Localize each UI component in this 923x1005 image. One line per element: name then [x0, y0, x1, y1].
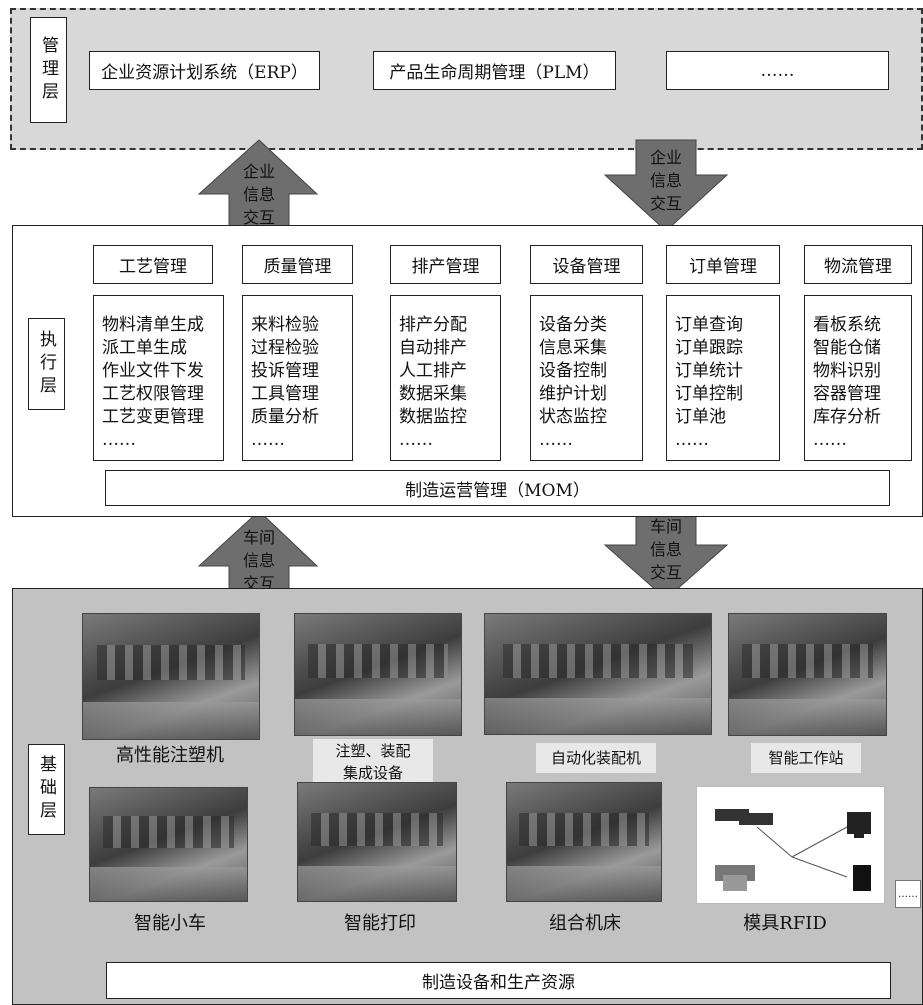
list-item: ……: [251, 430, 285, 450]
module-list-logistics: 看板系统 智能仓储 物料识别 容器管理 库存分析 ……: [804, 295, 912, 461]
list-item: ……: [675, 430, 709, 450]
enterprise-up-text: 企业信息交互: [242, 162, 275, 227]
list-item: 状态监控: [539, 407, 607, 427]
list-item: ……: [102, 430, 136, 450]
list-item: 派工单生成: [102, 338, 187, 358]
smart-workstation-photo: [728, 613, 887, 736]
list-item: ……: [813, 430, 847, 450]
list-item: 数据监控: [399, 407, 467, 427]
management-layer-label: 管理层: [30, 17, 67, 123]
list-item: 排产分配: [399, 315, 467, 335]
rfid-diagram: [696, 786, 885, 904]
list-item: 工艺权限管理: [102, 384, 204, 404]
integrated-equipment-photo: [294, 613, 462, 736]
plm-box: 产品生命周期管理（PLM）: [373, 51, 616, 90]
rfid-network-illustration: [715, 809, 871, 891]
list-item: 投诉管理: [251, 361, 319, 381]
caption-injection-machine: 高性能注塑机: [116, 745, 224, 766]
module-title-logistics: 物流管理: [804, 245, 912, 284]
injection-machine-photo: [82, 613, 260, 740]
management-more-box: ……: [666, 51, 889, 90]
module-list-equipment: 设备分类 信息采集 设备控制 维护计划 状态监控 ……: [530, 295, 643, 461]
list-item: 订单控制: [675, 384, 743, 404]
caption-integrated-equipment: 注塑、装配 集成设备: [313, 739, 433, 785]
list-item: 看板系统: [813, 315, 881, 335]
caption-combination-machine: 组合机床: [549, 913, 621, 934]
list-item: 工具管理: [251, 384, 319, 404]
module-title-equipment: 设备管理: [530, 245, 643, 284]
list-item: 质量分析: [251, 407, 319, 427]
agv-photo: [89, 787, 248, 902]
list-item: ……: [539, 430, 573, 450]
mom-bar: 制造运营管理（MOM）: [105, 470, 890, 506]
list-item: 订单统计: [675, 361, 743, 381]
combination-machine-photo: [506, 782, 662, 902]
module-title-order: 订单管理: [666, 245, 780, 284]
module-title-scheduling: 排产管理: [390, 245, 501, 284]
caption-smart-printing: 智能打印: [344, 913, 416, 934]
module-list-quality: 来料检验 过程检验 投诉管理 工具管理 质量分析 ……: [242, 295, 353, 461]
erp-box: 企业资源计划系统（ERP）: [89, 51, 320, 90]
caption-agv: 智能小车: [134, 913, 206, 934]
list-item: 来料检验: [251, 315, 319, 335]
resources-bar: 制造设备和生产资源: [106, 962, 891, 999]
list-item: 数据采集: [399, 384, 467, 404]
caption-auto-assembly: 自动化装配机: [536, 743, 656, 773]
list-item: 订单池: [675, 407, 726, 427]
list-item: 订单查询: [675, 315, 743, 335]
module-list-scheduling: 排产分配 自动排产 人工排产 数据采集 数据监控 ……: [390, 295, 501, 461]
module-list-process: 物料清单生成 派工单生成 作业文件下发 工艺权限管理 工艺变更管理 ……: [93, 295, 224, 461]
auto-assembly-photo: [484, 613, 712, 735]
list-item: 维护计划: [539, 384, 607, 404]
list-item: 库存分析: [813, 407, 881, 427]
list-item: ……: [399, 430, 433, 450]
base-more-box: ……: [895, 880, 921, 908]
list-item: 容器管理: [813, 384, 881, 404]
execution-layer-label: 执行层: [28, 318, 65, 410]
list-item: 智能仓储: [813, 338, 881, 358]
list-item: 订单跟踪: [675, 338, 743, 358]
module-title-quality: 质量管理: [242, 245, 353, 284]
list-item: 信息采集: [539, 338, 607, 358]
list-item: 作业文件下发: [102, 361, 204, 381]
caption-smart-workstation: 智能工作站: [751, 743, 861, 773]
list-item: 人工排产: [399, 361, 467, 381]
workshop-up-text: 车间信息交互: [242, 528, 275, 593]
workshop-down-text: 车间信息交互: [649, 517, 682, 582]
list-item: 物料识别: [813, 361, 881, 381]
smart-printing-photo: [297, 782, 457, 902]
base-layer-label: 基础层: [28, 744, 65, 835]
list-item: 物料清单生成: [102, 315, 204, 335]
list-item: 设备分类: [539, 315, 607, 335]
list-item: 自动排产: [399, 338, 467, 358]
list-item: 设备控制: [539, 361, 607, 381]
module-title-process: 工艺管理: [93, 245, 213, 284]
caption-mold-rfid: 模具RFID: [743, 913, 827, 934]
module-list-order: 订单查询 订单跟踪 订单统计 订单控制 订单池 ……: [666, 295, 780, 461]
list-item: 过程检验: [251, 338, 319, 358]
list-item: 工艺变更管理: [102, 407, 204, 427]
enterprise-down-text: 企业信息交互: [649, 148, 682, 213]
